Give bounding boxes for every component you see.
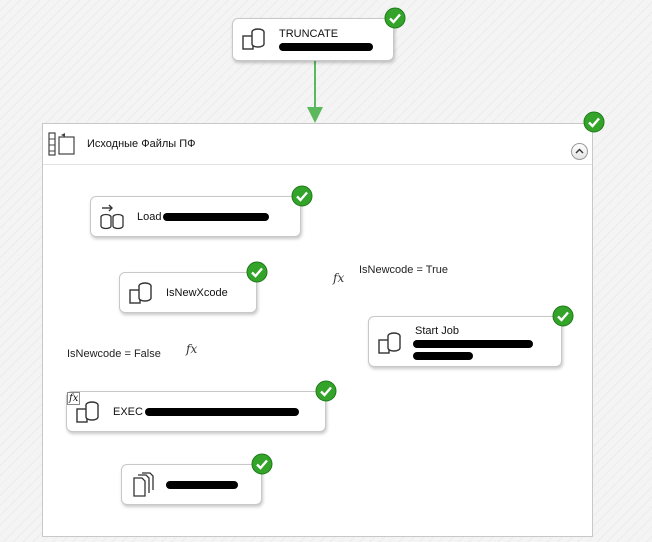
execute-sql-task-icon: [378, 332, 401, 354]
collapse-button[interactable]: [571, 143, 588, 160]
execute-sql-task-icon: [129, 282, 152, 304]
success-check-icon: [552, 305, 574, 327]
redacted-text: [166, 481, 238, 489]
container-title: Исходные Файлы ПФ: [87, 138, 196, 150]
expression-fx-icon: fx: [333, 271, 345, 285]
task-load[interactable]: Load: [90, 196, 301, 237]
task-name: IsNewXcode: [166, 287, 228, 299]
task-name: TRUNCATE: [279, 28, 339, 40]
sequence-container-icon: [48, 132, 75, 156]
redacted-text: [279, 43, 373, 51]
chevron-up-icon: [575, 148, 584, 154]
execute-sql-task-icon: [76, 401, 99, 423]
constraint-label-false: IsNewcode = False: [67, 348, 161, 360]
success-check-icon: [583, 111, 605, 133]
success-check-icon: [315, 380, 337, 402]
redacted-text: [145, 408, 299, 416]
task-name: Start Job: [415, 325, 460, 337]
container-header[interactable]: Исходные Файлы ПФ: [43, 124, 592, 165]
task-name: Load: [137, 211, 162, 223]
task-exec[interactable]: fx EXEC: [66, 391, 326, 432]
success-check-icon: [251, 453, 273, 475]
task-isnewxcode[interactable]: IsNewXcode: [119, 272, 257, 313]
data-flow-task-icon: [100, 204, 124, 230]
constraint-label-true: IsNewcode = True: [359, 264, 448, 276]
success-check-icon: [384, 7, 406, 29]
success-check-icon: [291, 185, 313, 207]
redacted-text: [413, 352, 473, 360]
task-start-job[interactable]: Start Job: [368, 316, 562, 367]
execute-sql-task-icon: [242, 28, 265, 50]
task-truncate[interactable]: TRUNCATE: [232, 18, 394, 61]
expression-indicator-icon: fx: [67, 392, 81, 405]
success-check-icon: [246, 261, 268, 283]
expression-fx-icon: fx: [186, 342, 198, 356]
task-file-system[interactable]: [121, 464, 262, 505]
redacted-text: [163, 213, 269, 221]
task-name: EXEC: [113, 406, 143, 418]
redacted-text: [413, 340, 533, 348]
file-system-task-icon: [133, 472, 154, 497]
